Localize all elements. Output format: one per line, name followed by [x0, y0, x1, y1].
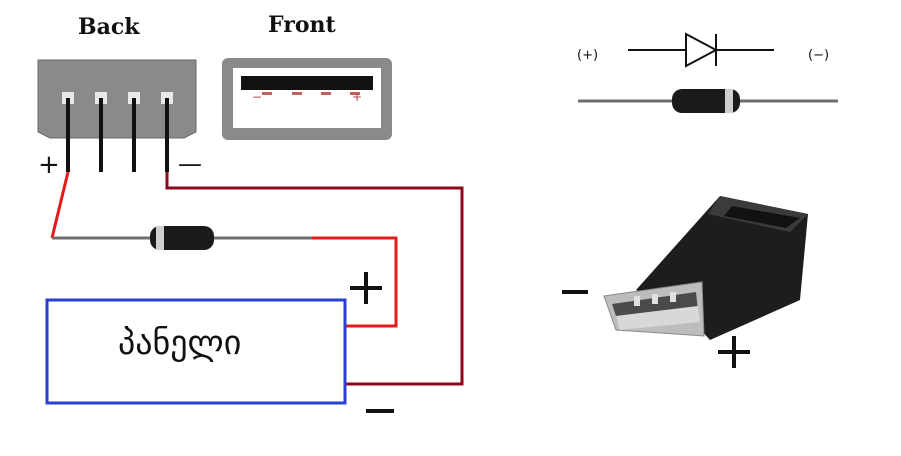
back-label: Back	[78, 14, 140, 40]
front-plus-label: +	[352, 90, 363, 104]
front-minus-label: −	[252, 90, 263, 104]
minus-pin-label: —	[178, 150, 202, 178]
wire-diode-to-panel	[312, 236, 398, 328]
panel-label: პანელი	[118, 323, 242, 363]
adapter-minus-mark	[562, 290, 588, 294]
usb-a-back-icon	[37, 59, 197, 172]
panel-plus-mark	[350, 272, 382, 304]
diode-anode-label: (+)	[577, 48, 599, 63]
wire-positive-to-diode	[50, 171, 70, 239]
wire-negative-to-panel	[165, 172, 464, 386]
plus-pin-label: +	[38, 150, 60, 180]
adapter-plus-mark	[718, 336, 750, 368]
panel-minus-mark	[366, 409, 394, 413]
usb-adapter-icon	[603, 196, 808, 340]
diode-symbol-icon	[628, 32, 774, 68]
front-label: Front	[268, 12, 336, 38]
diode-component-top-icon	[578, 89, 838, 113]
usb-a-front-icon	[222, 58, 392, 140]
diode-cathode-label: (−)	[808, 48, 830, 63]
diode-component-icon	[150, 226, 214, 250]
panel-box	[45, 298, 347, 405]
